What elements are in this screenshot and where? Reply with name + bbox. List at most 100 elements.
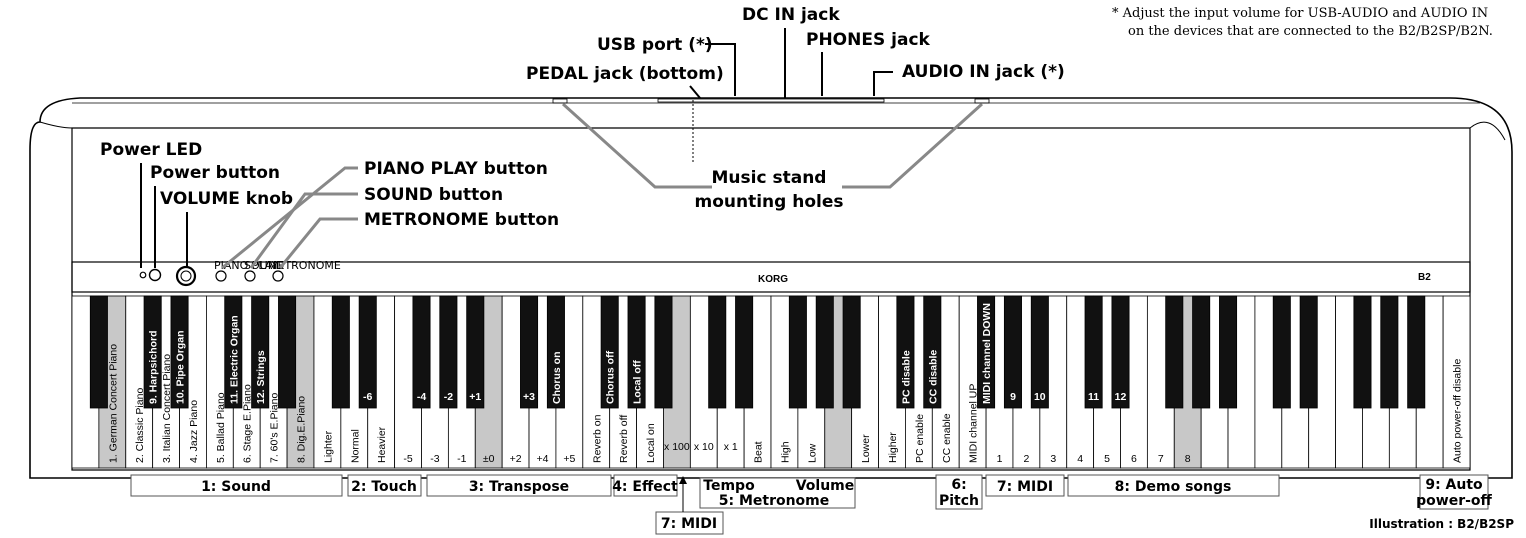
- black-key[interactable]: [412, 295, 431, 409]
- black-key[interactable]: [977, 295, 996, 409]
- usb-port-label: USB port (*): [597, 35, 713, 55]
- white-key-label: 6. Stage E.Piano: [242, 384, 254, 463]
- white-key-label: -5: [403, 453, 412, 465]
- black-key[interactable]: [1380, 295, 1399, 409]
- black-key-label: +1: [469, 391, 481, 403]
- black-key[interactable]: [89, 295, 108, 409]
- model-badge: B2: [1418, 272, 1431, 283]
- black-key[interactable]: [896, 295, 915, 409]
- white-key-label: MIDI channel UP: [968, 384, 980, 463]
- audio-in-label: AUDIO IN jack (*): [902, 62, 1065, 82]
- black-key-label: MIDI channel DOWN: [981, 303, 993, 404]
- black-key[interactable]: [815, 295, 834, 409]
- black-key-label: -4: [417, 391, 426, 403]
- white-key-label: Local on: [645, 423, 657, 463]
- white-key-label: 4. Jazz Piano: [188, 400, 200, 463]
- black-key-label: CC disable: [927, 350, 939, 404]
- white-key-label: 7. 60's E.Piano: [269, 393, 281, 463]
- footnote-line-2: on the devices that are connected to the…: [1128, 24, 1493, 39]
- dc-in-label: DC IN jack: [742, 5, 840, 25]
- power-led: [139, 271, 147, 279]
- black-key[interactable]: [842, 295, 861, 409]
- white-key-label: Heavier: [376, 426, 388, 463]
- footnote-line-1: * Adjust the input volume for USB-AUDIO …: [1112, 6, 1488, 21]
- white-key-label: ±0: [483, 453, 495, 465]
- black-key[interactable]: [1353, 295, 1372, 409]
- black-key[interactable]: [170, 295, 189, 409]
- leader-lines: [140, 28, 893, 268]
- white-key-label: 6: [1131, 453, 1137, 465]
- black-key[interactable]: [1219, 295, 1238, 409]
- black-key[interactable]: [735, 295, 754, 409]
- white-key-label: -1: [457, 453, 466, 465]
- volume-knob[interactable]: [175, 265, 197, 287]
- black-key[interactable]: [1407, 295, 1426, 409]
- white-key-label: High: [779, 441, 791, 463]
- black-key[interactable]: [1192, 295, 1211, 409]
- black-key[interactable]: [251, 295, 270, 409]
- black-key[interactable]: [654, 295, 673, 409]
- white-key-label: +5: [563, 453, 575, 465]
- black-key[interactable]: [1272, 295, 1291, 409]
- power-led-label: Power LED: [100, 140, 202, 160]
- black-key[interactable]: [1003, 295, 1022, 409]
- black-key[interactable]: [439, 295, 458, 409]
- white-key-label: 2: [1023, 453, 1029, 465]
- group-touch-label: 2: Touch: [351, 479, 417, 495]
- black-key-label: Local off: [632, 360, 644, 404]
- black-key[interactable]: [600, 295, 619, 409]
- black-key[interactable]: [1299, 295, 1318, 409]
- black-key[interactable]: [788, 295, 807, 409]
- black-key[interactable]: [546, 295, 565, 409]
- sound-button[interactable]: [244, 270, 256, 282]
- group-effect-label: 4: Effect: [612, 479, 678, 495]
- white-key-label: Normal: [349, 429, 361, 463]
- group-midi-low-box: [655, 511, 724, 535]
- black-key-label: 11. Electric Organ: [228, 315, 240, 404]
- white-key-label: 3: [1050, 453, 1056, 465]
- power-button[interactable]: [148, 268, 162, 282]
- black-key-label: Chorus off: [605, 350, 617, 404]
- white-key-label: 3. Italian Concert Piano: [161, 354, 173, 463]
- black-key[interactable]: [466, 295, 485, 409]
- group-effect-box: [613, 474, 678, 497]
- black-key[interactable]: [1030, 295, 1049, 409]
- black-key[interactable]: [1111, 295, 1130, 409]
- group-metronome-label: 5: Metronome: [719, 493, 830, 509]
- metronome-button[interactable]: [272, 270, 284, 282]
- midi-low-arrow: [679, 476, 687, 484]
- white-key-label: 1: [997, 453, 1003, 465]
- black-key[interactable]: [278, 295, 297, 409]
- pedal-label: PEDAL jack (bottom): [526, 64, 724, 84]
- black-key[interactable]: [224, 295, 243, 409]
- white-key-label: CC enable: [941, 413, 953, 463]
- group-pitch-label-1: 6:: [951, 477, 966, 493]
- metronome-mini-label: METRONOME: [268, 259, 341, 272]
- black-key[interactable]: [143, 295, 162, 409]
- group-pitch-box: [935, 474, 983, 510]
- phones-label: PHONES jack: [806, 30, 931, 50]
- piano-play-label: PIANO PLAY button: [364, 159, 548, 179]
- black-key-label: 9: [1010, 391, 1016, 403]
- black-key[interactable]: [708, 295, 727, 409]
- black-key[interactable]: [1165, 295, 1184, 409]
- white-key[interactable]: [1442, 295, 1471, 469]
- black-key[interactable]: [923, 295, 942, 409]
- white-key-label: 5. Ballad Piano: [215, 392, 227, 463]
- piano-play-button[interactable]: [215, 270, 227, 282]
- illustration-caption: Illustration : B2/B2SP: [1369, 517, 1514, 531]
- black-key[interactable]: [520, 295, 539, 409]
- metronome-button-label: METRONOME button: [364, 210, 559, 230]
- black-key[interactable]: [331, 295, 350, 409]
- black-key-label: 10. Pipe Organ: [175, 330, 187, 404]
- white-key-label: +4: [537, 453, 549, 465]
- white-key-label: 7: [1158, 453, 1164, 465]
- group-auto-off-box: [1419, 474, 1489, 510]
- black-key[interactable]: [627, 295, 646, 409]
- black-key-label: -2: [444, 391, 453, 403]
- group-midi-label: 7: MIDI: [997, 479, 1053, 495]
- black-key[interactable]: [1084, 295, 1103, 409]
- panel-button-leaders: [221, 102, 984, 270]
- black-key[interactable]: [358, 295, 377, 409]
- group-midi-low-label: 7: MIDI: [661, 516, 717, 532]
